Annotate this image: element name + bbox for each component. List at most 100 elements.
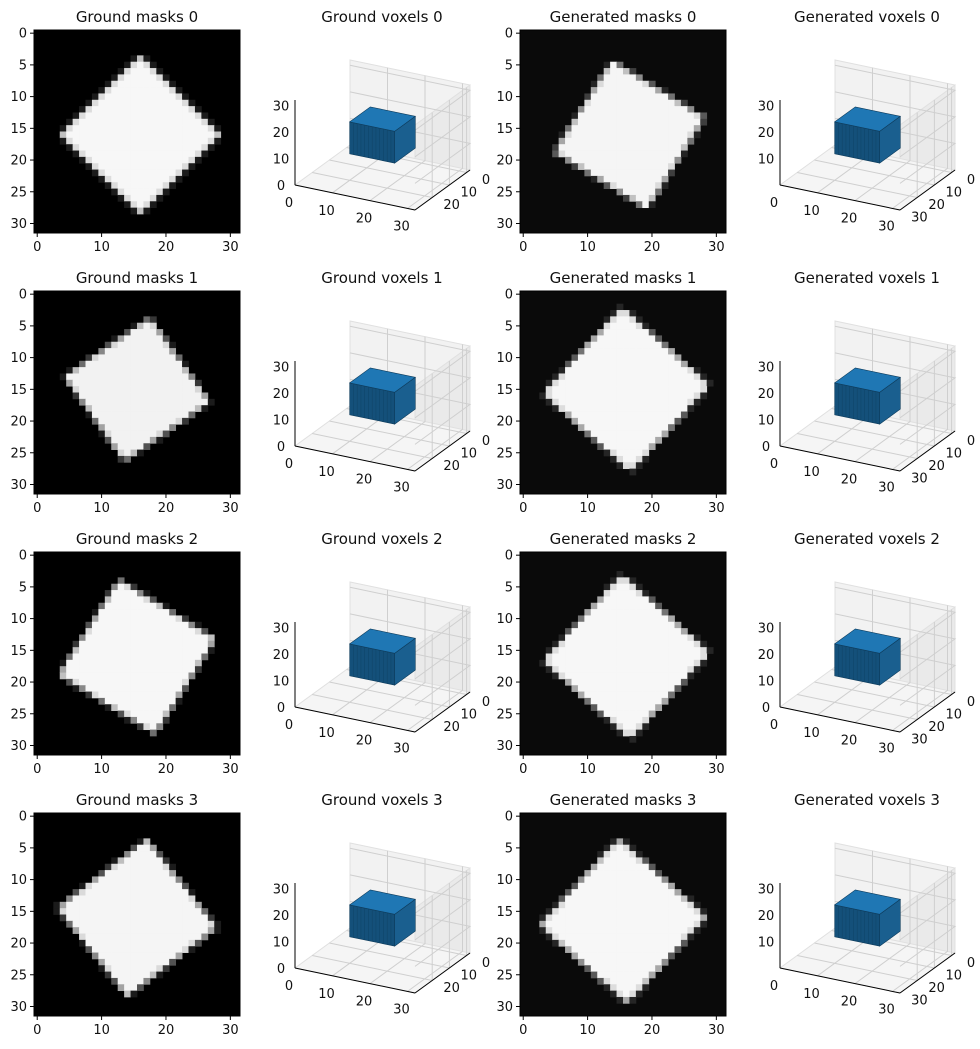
- z-tick-label: 10: [273, 413, 290, 428]
- mask-pixel: [137, 716, 144, 724]
- mask-pixel: [610, 908, 617, 915]
- mask-pixel: [137, 379, 144, 387]
- mask-pixel: [169, 137, 177, 145]
- mask-pixel: [137, 697, 144, 705]
- mask-pixel: [143, 335, 151, 343]
- mask-pixel: [156, 144, 164, 151]
- mask-pixel: [149, 106, 157, 113]
- mask-pixel: [590, 118, 598, 126]
- mask-pixel: [137, 175, 144, 183]
- x-tick-label: 10: [93, 501, 110, 516]
- mask-pixel: [111, 895, 119, 903]
- mask-pixel: [597, 80, 605, 88]
- mask-pixel: [629, 405, 637, 412]
- mask-pixel: [603, 678, 611, 686]
- mask-pixel: [182, 659, 189, 667]
- y-tick-label: 30: [911, 472, 928, 487]
- mask-pixel: [623, 131, 630, 139]
- mask-pixel: [661, 175, 669, 183]
- mask-pixel: [104, 373, 112, 381]
- mask-pixel: [642, 704, 650, 711]
- mask-pixel: [571, 933, 579, 941]
- mask-pixel: [623, 927, 630, 934]
- mask-pixel: [79, 386, 86, 393]
- mask-pixel: [597, 697, 605, 705]
- mask-pixel: [661, 144, 669, 151]
- mask-pixel: [558, 386, 566, 393]
- mask-pixel: [571, 666, 579, 673]
- mask-pixel: [648, 863, 656, 871]
- mask-pixel: [117, 118, 125, 126]
- mask-pixel: [635, 392, 643, 400]
- mask-pixel: [104, 882, 112, 890]
- mask-pixel: [597, 704, 605, 711]
- mask-pixel: [584, 666, 592, 673]
- mask-pixel: [642, 367, 650, 374]
- mask-pixel: [616, 958, 624, 966]
- mask-pixel: [214, 920, 222, 928]
- y-tick-label: 0: [482, 173, 490, 188]
- mask-pixel: [629, 640, 637, 648]
- mask-pixel: [648, 106, 656, 113]
- mask-pixel: [124, 984, 131, 992]
- mask-pixel: [124, 596, 131, 604]
- mask-pixel: [655, 602, 663, 610]
- mask-pixel: [111, 697, 119, 705]
- mask-pixel: [680, 405, 688, 412]
- mask-pixel: [137, 61, 144, 69]
- mask-pixel: [700, 392, 708, 400]
- mask-pixel: [79, 933, 86, 941]
- mask-pixel: [610, 106, 617, 113]
- mask-pixel: [623, 335, 630, 343]
- mask-pixel: [117, 430, 125, 438]
- mask-pixel: [156, 348, 164, 355]
- mask-pixel: [111, 882, 119, 890]
- panel-title: Ground masks 1: [76, 269, 198, 287]
- mask-pixel: [85, 118, 93, 126]
- mask-pixel: [124, 615, 131, 623]
- mask-pixel: [603, 417, 611, 425]
- mask-pixel: [693, 379, 701, 387]
- mask-pixel: [162, 640, 170, 648]
- mask-pixel: [85, 933, 93, 941]
- mask-pixel: [162, 908, 170, 915]
- mask-pixel: [137, 367, 144, 374]
- mask-pixel: [79, 914, 86, 922]
- mask-pixel: [571, 621, 579, 629]
- mask-pixel: [169, 354, 177, 362]
- mask-pixel: [642, 939, 650, 947]
- mask-pixel: [124, 628, 131, 635]
- mask-pixel: [642, 131, 650, 139]
- mask-pixel: [79, 666, 86, 673]
- mask-pixel: [143, 137, 151, 145]
- mask-pixel: [98, 634, 106, 642]
- mask-pixel: [98, 354, 106, 362]
- mask-pixel: [648, 348, 656, 355]
- mask-pixel: [655, 640, 663, 648]
- mask-pixel: [674, 144, 682, 151]
- mask-pixel: [635, 163, 643, 170]
- mask-pixel: [169, 640, 177, 648]
- mask-pixel: [91, 634, 99, 642]
- mask-pixel: [169, 156, 177, 164]
- mask-pixel: [137, 424, 144, 431]
- y-tick-label: 10: [496, 612, 513, 627]
- mask-pixel: [143, 188, 151, 196]
- mask-pixel: [111, 691, 119, 699]
- mask-pixel: [124, 666, 131, 673]
- mask-pixel: [642, 341, 650, 349]
- mask-pixel: [597, 621, 605, 629]
- mask-pixel: [642, 889, 650, 896]
- mask-pixel: [162, 392, 170, 400]
- mask-pixel: [91, 398, 99, 406]
- y-tick-label: 15: [496, 905, 513, 920]
- mask-pixel: [79, 398, 86, 406]
- mask-pixel: [149, 729, 157, 737]
- mask-pixel: [635, 201, 643, 209]
- mask-pixel: [597, 99, 605, 107]
- x-tick-label: 30: [393, 741, 410, 756]
- mask-pixel: [111, 436, 119, 444]
- mask-pixel: [130, 990, 138, 998]
- mask-pixel: [66, 131, 74, 139]
- mask-pixel: [104, 417, 112, 425]
